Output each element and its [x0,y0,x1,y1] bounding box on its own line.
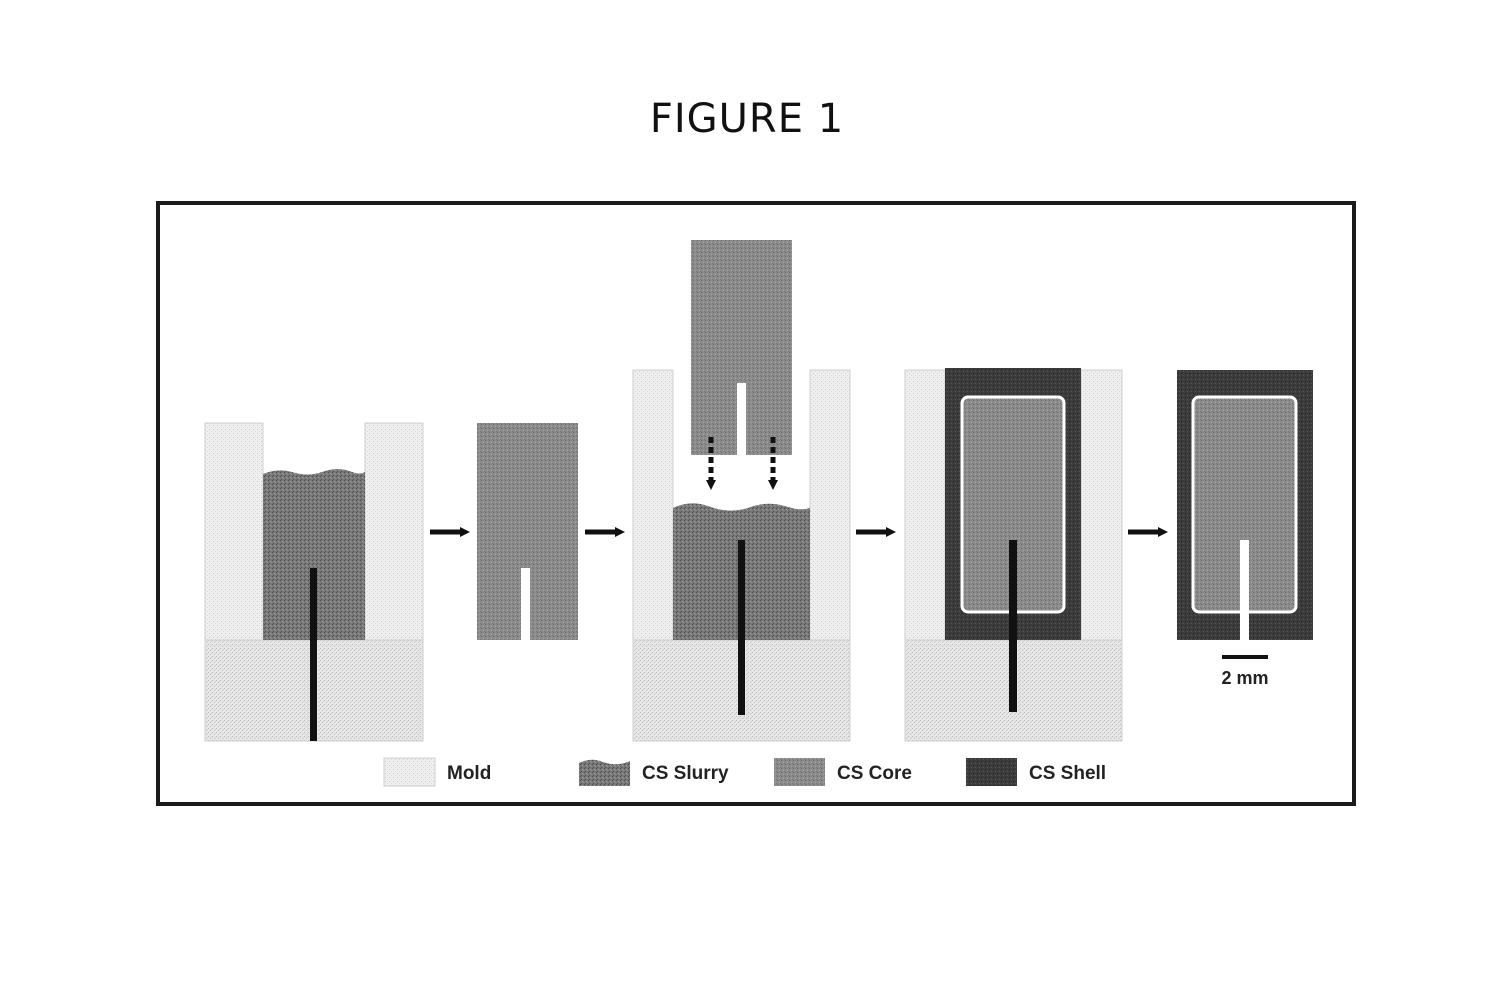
step-4-rod [1009,540,1017,712]
step-3-mold-right-wall [810,370,850,640]
legend-label-mold: Mold [447,763,491,784]
step-1-mold-right-wall [365,423,423,640]
step-5-channel [1240,540,1249,640]
legend-swatch-shell [966,758,1017,786]
legend-label-slurry: CS Slurry [642,763,729,784]
step-3-insert-core [633,240,850,741]
legend-label-core: CS Core [837,763,912,784]
step-1-mold-left-wall [205,423,263,640]
scale-bar-label: 2 mm [1221,668,1268,688]
legend-label-shell: CS Shell [1029,763,1106,784]
legend-swatch-slurry [579,760,630,786]
step-1-rod [310,568,317,741]
legend-swatch-mold [384,758,435,786]
step-4-mold-right-wall [1081,370,1122,640]
legend-swatch-core [774,758,825,786]
step-3-core-channel [737,383,746,455]
step-1-mold-with-slurry [205,423,423,741]
scale-bar: 2 mm [1221,655,1268,688]
legend: Mold CS Slurry CS Core CS Shell [384,758,1106,786]
step-4-mold-left-wall [905,370,945,640]
step-2-core [477,423,578,640]
step-2-core-channel [521,568,530,640]
step-3-rod [738,540,745,715]
step-3-mold-left-wall [633,370,673,640]
step-5-final-part [1177,370,1313,640]
scale-bar-line [1222,655,1268,659]
step-4-shell-in-mold [905,368,1122,741]
